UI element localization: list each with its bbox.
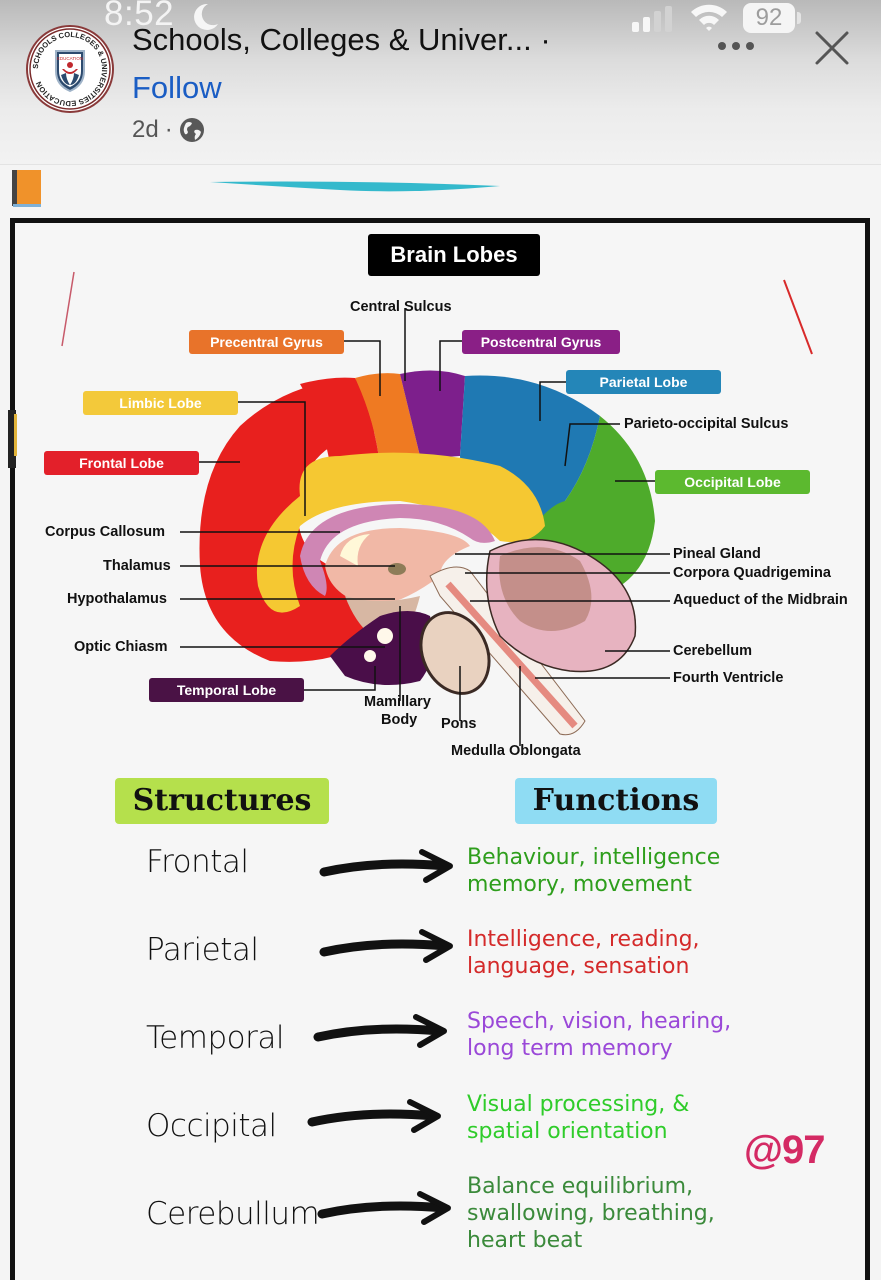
label-optic-chiasm: Optic Chiasm xyxy=(74,639,168,655)
battery-tip xyxy=(797,12,801,24)
function-occipital: Visual processing, & spatial orientation xyxy=(467,1091,689,1145)
label-medulla-oblongata: Medulla Oblongata xyxy=(451,743,581,759)
function-cerebellum-line3: heart beat xyxy=(467,1228,583,1253)
close-icon[interactable] xyxy=(814,30,850,66)
status-time: 8:52 xyxy=(104,0,175,33)
functions-header: Functions xyxy=(515,778,717,824)
label-fourth-ventricle: Fourth Ventricle xyxy=(673,670,784,686)
function-parietal: Intelligence, reading, language, sensati… xyxy=(467,926,700,980)
page-avatar[interactable]: SCHOOLS COLLEGES & UNIVERSITIES EDUCATIO… xyxy=(26,25,114,113)
label-limbic-lobe: Limbic Lobe xyxy=(83,391,238,415)
label-cerebellum: Cerebellum xyxy=(673,643,752,659)
function-cerebellum-line2: swallowing, breathing, xyxy=(467,1201,715,1226)
function-temporal-line2: long term memory xyxy=(467,1036,673,1061)
temporal-lobe-region xyxy=(330,611,434,685)
structure-cerebellum: Cerebullum xyxy=(146,1196,320,1232)
frame-edge-accent xyxy=(14,414,17,456)
label-temporal-lobe: Temporal Lobe xyxy=(149,678,304,702)
label-mamillary-body-line2: Body xyxy=(381,712,418,728)
label-aqueduct-midbrain: Aqueduct of the Midbrain xyxy=(673,592,848,608)
function-frontal-line1: Behaviour, intelligence xyxy=(467,845,721,870)
watermark: @97 xyxy=(744,1128,825,1172)
brain-diagram xyxy=(180,308,670,746)
label-postcentral-gyrus: Postcentral Gyrus xyxy=(462,330,620,354)
education-logo-icon: SCHOOLS COLLEGES & UNIVERSITIES EDUCATIO… xyxy=(29,28,111,110)
function-cerebellum: Balance equilibrium, swallowing, breathi… xyxy=(467,1173,715,1254)
arrow-icon xyxy=(317,1191,451,1225)
function-occipital-line1: Visual processing, & xyxy=(467,1092,690,1117)
post-age: 2d xyxy=(132,116,159,143)
arrow-icon xyxy=(319,849,453,883)
function-parietal-line2: language, sensation xyxy=(467,954,690,979)
structure-frontal: Frontal xyxy=(146,844,249,880)
label-occipital-lobe: Occipital Lobe xyxy=(655,470,810,494)
function-temporal-line1: Speech, vision, hearing, xyxy=(467,1009,732,1034)
cellular-signal-icon xyxy=(632,6,672,32)
limbic-lobe-region xyxy=(256,452,545,613)
follow-button[interactable]: Follow xyxy=(132,70,222,105)
postcentral-gyrus-region xyxy=(400,370,465,457)
diagram-title: Brain Lobes xyxy=(368,234,540,276)
public-globe-icon[interactable] xyxy=(179,117,205,143)
label-pineal-gland: Pineal Gland xyxy=(673,546,761,562)
frame-edge-marker xyxy=(8,410,16,468)
label-hypothalamus: Hypothalamus xyxy=(67,591,167,607)
function-frontal: Behaviour, intelligence memory, movement xyxy=(467,844,720,898)
wifi-icon xyxy=(691,4,727,31)
svg-text:EDUCATION: EDUCATION xyxy=(57,56,83,61)
label-parieto-occipital-sulcus: Parieto-occipital Sulcus xyxy=(624,416,789,432)
arrow-icon xyxy=(319,929,453,963)
corpus-callosum-region xyxy=(300,504,495,596)
do-not-disturb-moon-icon xyxy=(194,3,218,30)
label-mamillary-body-line1: Mamillary xyxy=(364,694,431,710)
function-cerebellum-line1: Balance equilibrium, xyxy=(467,1174,694,1199)
function-occipital-line2: spatial orientation xyxy=(467,1119,668,1144)
label-corpus-callosum: Corpus Callosum xyxy=(45,524,166,540)
meta-separator: · xyxy=(164,116,173,143)
structure-temporal: Temporal xyxy=(146,1020,284,1056)
label-thalamus: Thalamus xyxy=(103,558,171,574)
post-image[interactable]: Brain Lobes xyxy=(0,166,881,1280)
structure-occipital: Occipital xyxy=(146,1108,277,1144)
label-parietal-lobe: Parietal Lobe xyxy=(566,370,721,394)
structures-header: Structures xyxy=(115,778,329,824)
function-frontal-line2: memory, movement xyxy=(467,872,692,897)
more-options-icon[interactable] xyxy=(716,36,756,56)
battery-indicator: 92 xyxy=(743,3,795,33)
label-precentral-gyrus: Precentral Gyrus xyxy=(189,330,344,354)
label-corpora-quadrigemina: Corpora Quadrigemina xyxy=(673,565,831,581)
post-header: 8:52 92 SCHOOLS COLLEGES & UNIVERSITIES … xyxy=(0,0,881,165)
arrow-icon xyxy=(313,1014,447,1048)
page-name[interactable]: Schools, Colleges & Univer... · xyxy=(132,22,551,57)
label-pons: Pons xyxy=(441,716,477,732)
decorative-brush-stroke xyxy=(210,181,500,192)
function-temporal: Speech, vision, hearing, long term memor… xyxy=(467,1008,731,1062)
decorative-red-line-left xyxy=(61,271,75,347)
precentral-gyrus-region xyxy=(355,373,420,466)
book-icon xyxy=(12,170,41,207)
structure-parietal: Parietal xyxy=(146,932,259,968)
post-meta: 2d · xyxy=(132,116,205,144)
function-parietal-line1: Intelligence, reading, xyxy=(467,927,700,952)
label-frontal-lobe: Frontal Lobe xyxy=(44,451,199,475)
decorative-red-line-right xyxy=(783,279,813,355)
label-central-sulcus: Central Sulcus xyxy=(350,299,452,315)
arrow-icon xyxy=(307,1099,441,1133)
pons-region xyxy=(419,611,491,695)
